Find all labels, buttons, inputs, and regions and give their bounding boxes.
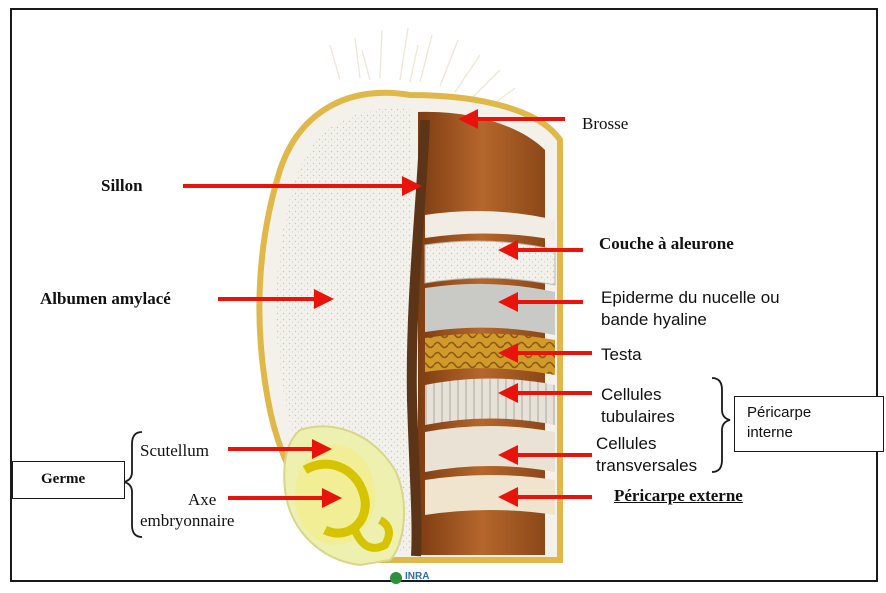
credit-text: INRA	[405, 571, 429, 582]
pericarpe-interne-line2: interne	[747, 423, 811, 443]
label-tubulaires-line2: tubulaires	[601, 406, 675, 428]
credit-logo-icon	[390, 572, 402, 584]
pericarpe-interne-label: Péricarpe interne	[747, 403, 811, 443]
label-epiderme-line1: Epiderme du nucelle ou	[601, 287, 780, 309]
pericarpe-interne-box: Péricarpe interne	[734, 396, 884, 452]
label-pericarpe-externe: Péricarpe externe	[614, 486, 743, 506]
label-tubulaires-line1: Cellules	[601, 384, 675, 406]
label-axe-line2: embryonnaire	[140, 510, 234, 531]
label-axe-line1: Axe	[140, 489, 234, 510]
label-albumen: Albumen amylacé	[40, 289, 171, 309]
pericarpe-interne-brace	[712, 378, 730, 472]
label-aleurone: Couche à aleurone	[599, 234, 734, 254]
label-axe: Axe embryonnaire	[140, 489, 234, 531]
germe-box: Germe	[12, 461, 125, 499]
label-epiderme: Epiderme du nucelle ou bande hyaline	[601, 287, 780, 331]
label-brosse: Brosse	[582, 114, 628, 134]
label-epiderme-line2: bande hyaline	[601, 309, 780, 331]
pericarpe-interne-line1: Péricarpe	[747, 403, 811, 423]
label-sillon: Sillon	[101, 176, 143, 196]
label-transversales-line1: Cellules	[596, 433, 697, 455]
label-testa: Testa	[601, 344, 642, 366]
label-tubulaires: Cellules tubulaires	[601, 384, 675, 428]
label-transversales: Cellules transversales	[596, 433, 697, 477]
label-transversales-line2: transversales	[596, 455, 697, 477]
label-scutellum: Scutellum	[140, 441, 209, 461]
germe-label: Germe	[41, 471, 85, 488]
